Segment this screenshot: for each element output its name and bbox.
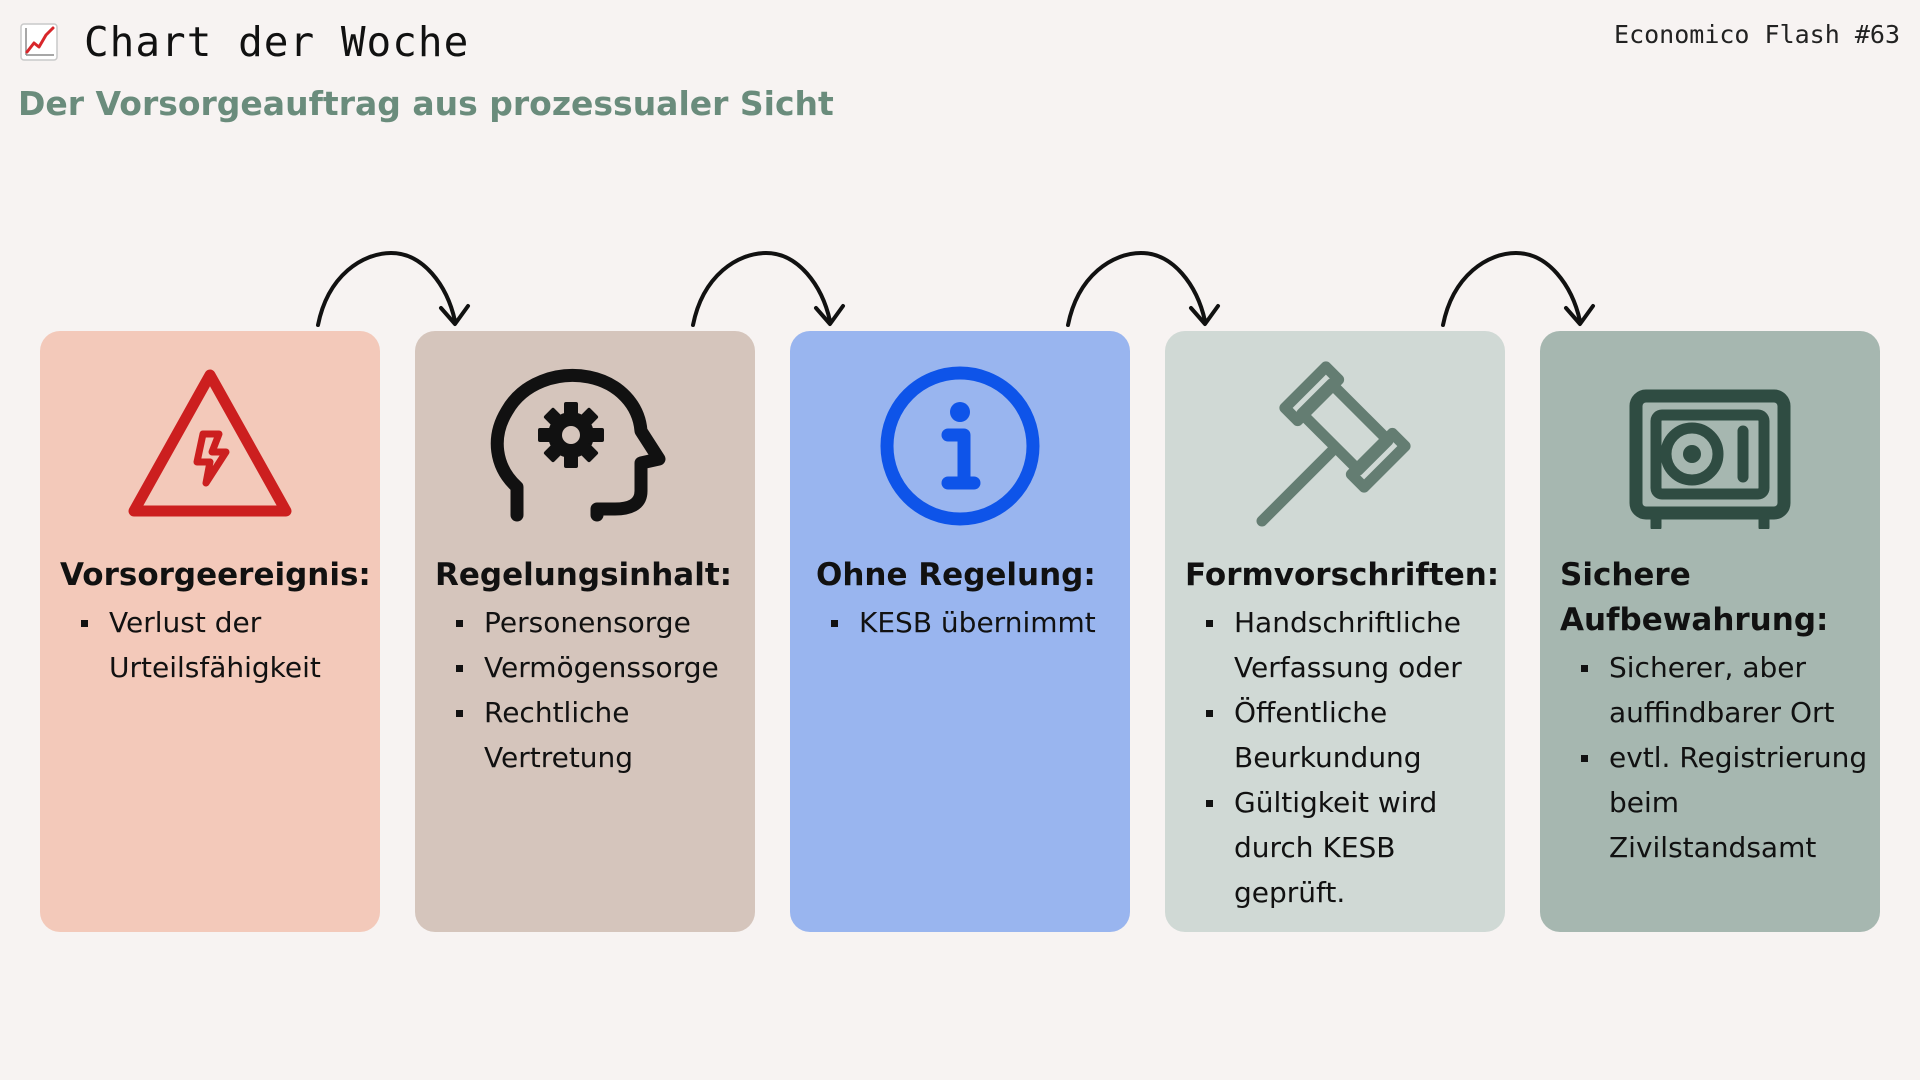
card-list: Personensorge Vermögenssorge Rechtliche …	[435, 600, 745, 780]
head-gear-icon	[490, 369, 666, 522]
card-icon	[1235, 359, 1435, 529]
card-icon	[860, 359, 1060, 529]
electrical-warning-icon	[128, 369, 292, 517]
card-icon	[485, 359, 685, 529]
card-list: Verlust der Urteilsfähigkeit	[60, 600, 370, 690]
flow-arrow	[1438, 245, 1603, 335]
card-formvorschriften: Formvorschriften: Handschriftliche Verfa…	[1165, 331, 1505, 932]
list-item: Verlust der Urteilsfähigkeit	[60, 600, 370, 690]
list-item: Personensorge	[435, 600, 745, 645]
card-heading: Vorsorgeereignis:	[60, 557, 371, 593]
curved-arrow-icon	[1066, 250, 1220, 327]
card-ohne-regelung: Ohne Regelung: KESB übernimmt	[790, 331, 1130, 932]
curved-arrow-icon	[1441, 250, 1595, 327]
list-item: Sicherer, aber auffindbarer Ort	[1560, 645, 1870, 735]
card-sichere-aufbewahrung: Sichere Aufbewahrung: Sicherer, aber auf…	[1540, 331, 1880, 932]
flow-arrow	[313, 245, 478, 335]
gavel-icon	[1256, 361, 1411, 527]
card-vorsorgeereignis: Vorsorgeereignis: Verlust der Urteilsfäh…	[40, 331, 380, 932]
curved-arrow-icon	[316, 250, 470, 327]
list-item: Vermögenssorge	[435, 645, 745, 690]
page-subtitle: Der Vorsorgeauftrag aus prozessualer Sic…	[18, 84, 834, 123]
curved-arrow-icon	[691, 250, 845, 327]
issue-label: Economico Flash #63	[1614, 20, 1900, 49]
list-item: Gültigkeit wird durch KESB geprüft.	[1185, 780, 1495, 915]
page-title: Chart der Woche	[20, 18, 469, 66]
card-heading: Formvorschriften:	[1185, 557, 1500, 593]
title-text: Chart der Woche	[84, 18, 470, 66]
chart-increasing-icon	[20, 23, 58, 61]
safe-icon	[1629, 389, 1791, 529]
card-heading: Sichere Aufbewahrung:	[1560, 557, 1829, 638]
list-item: Handschriftliche Verfassung oder	[1185, 600, 1495, 690]
card-list: Handschriftliche Verfassung oder Öffentl…	[1185, 600, 1495, 915]
flow-arrow	[688, 245, 853, 335]
list-item: Öffentliche Beurkundung	[1185, 690, 1495, 780]
card-regelungsinhalt: Regelungsinhalt: Personensorge Vermögens…	[415, 331, 755, 932]
card-list: Sicherer, aber auffindbarer Ort evtl. Re…	[1560, 645, 1870, 870]
list-item: evtl. Registrierung beim Zivilstandsamt	[1560, 735, 1870, 870]
card-heading: Ohne Regelung:	[816, 557, 1096, 593]
card-list: KESB übernimmt	[810, 600, 1120, 645]
card-icon	[1610, 359, 1810, 529]
list-item: Rechtliche Vertretung	[435, 690, 745, 780]
card-heading: Regelungsinhalt:	[435, 557, 733, 593]
info-icon	[880, 366, 1040, 526]
flow-arrow	[1063, 245, 1228, 335]
list-item: KESB übernimmt	[810, 600, 1120, 645]
card-icon	[110, 359, 310, 529]
